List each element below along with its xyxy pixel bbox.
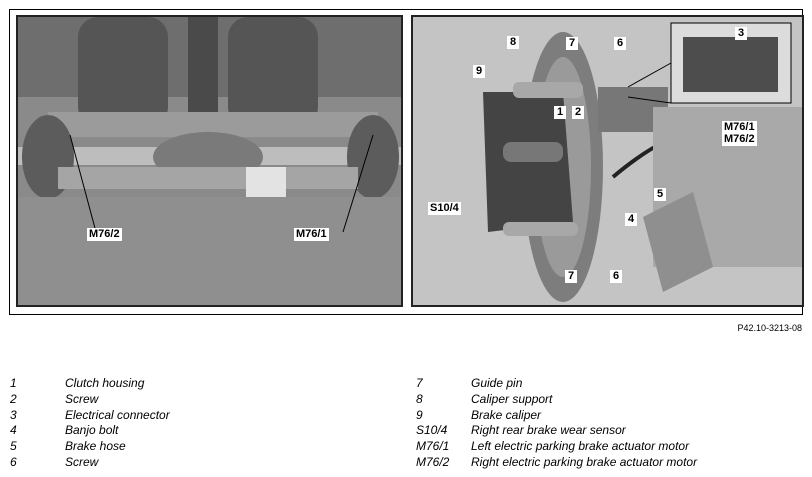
brake-caliper-drawing <box>413 17 802 305</box>
legend-key: 5 <box>10 439 17 454</box>
legend-row: M76/2 Right electric parking brake actuat… <box>416 455 697 471</box>
legend-row: 9 Brake caliper <box>416 408 697 424</box>
legend-row: 7 Guide pin <box>416 376 697 392</box>
legend-key: 7 <box>416 376 423 390</box>
callout-s10-4: S10/4 <box>428 202 461 215</box>
legend-row: M76/1 Left electric parking brake actuato… <box>416 439 697 455</box>
legend-row: 2 Screw <box>10 392 170 408</box>
callout-7-top: 7 <box>566 37 579 50</box>
legend-key: 6 <box>10 454 17 469</box>
legend-row: 3 Electrical connector <box>10 408 170 424</box>
legend-text: Clutch housing <box>65 376 145 390</box>
legend-key: 1 <box>10 376 17 390</box>
legend-key: 3 <box>10 407 17 422</box>
figure-reference: P42.10-3213-08 <box>737 323 802 333</box>
legend-key: S10/4 <box>416 423 448 438</box>
legend-key: 9 <box>416 407 423 422</box>
callout-7-bottom: 7 <box>565 270 578 283</box>
legend-text: Caliper support <box>471 391 553 406</box>
legend-text: Left electric parking brake actuator mot… <box>471 439 690 454</box>
legend-key: 4 <box>10 423 17 438</box>
callout-6-top: 6 <box>614 37 627 50</box>
legend-row: 4 Banjo bolt <box>10 423 170 439</box>
legend-row: S10/4 Right rear brake wear sensor <box>416 423 697 439</box>
callout-m76-1-left: M76/1 <box>294 228 329 241</box>
callout-m76-2-right: M76/2 <box>722 133 757 146</box>
callout-1: 1 <box>554 106 567 119</box>
legend-row: 5 Brake hose <box>10 439 170 455</box>
legend-text: Brake hose <box>65 439 126 454</box>
legend-row: 1 Clutch housing <box>10 376 170 392</box>
legend-text: Screw <box>65 391 99 406</box>
callout-4: 4 <box>625 213 638 226</box>
legend-right: 7 Guide pin 8 Caliper support 9 Brake calip… <box>416 376 697 471</box>
legend-row: 6 Screw <box>10 455 170 471</box>
callout-5: 5 <box>654 188 667 201</box>
legend-text: Guide pin <box>471 376 523 390</box>
legend-text: Electrical connector <box>65 407 170 422</box>
callout-m76-2-left: M76/2 <box>87 228 122 241</box>
callout-m76-1-right: M76/1 <box>722 121 757 134</box>
brake-caliper-illustration: 8 7 6 3 9 1 2 M76/1 M76/2 S10/4 5 4 7 6 <box>411 15 804 307</box>
legend-text: Right electric parking brake actuator mo… <box>471 454 698 469</box>
legend-row: 8 Caliper support <box>416 392 697 408</box>
callout-8: 8 <box>507 36 520 49</box>
callout-9: 9 <box>473 65 486 78</box>
legend-text: Banjo bolt <box>65 423 119 438</box>
legend-text: Right rear brake wear sensor <box>471 423 626 438</box>
rear-axle-illustration: M76/2 M76/1 <box>16 15 403 307</box>
callout-6-bottom: 6 <box>610 270 623 283</box>
legend-key: 8 <box>416 391 423 406</box>
rear-axle-drawing <box>18 17 401 305</box>
legend-key: 2 <box>10 391 17 406</box>
legend-key: M76/1 <box>416 439 450 454</box>
legend-text: Screw <box>65 454 99 469</box>
legend-key: M76/2 <box>416 454 450 469</box>
legend-text: Brake caliper <box>471 407 542 422</box>
callout-2: 2 <box>572 106 585 119</box>
callout-3: 3 <box>735 27 748 40</box>
